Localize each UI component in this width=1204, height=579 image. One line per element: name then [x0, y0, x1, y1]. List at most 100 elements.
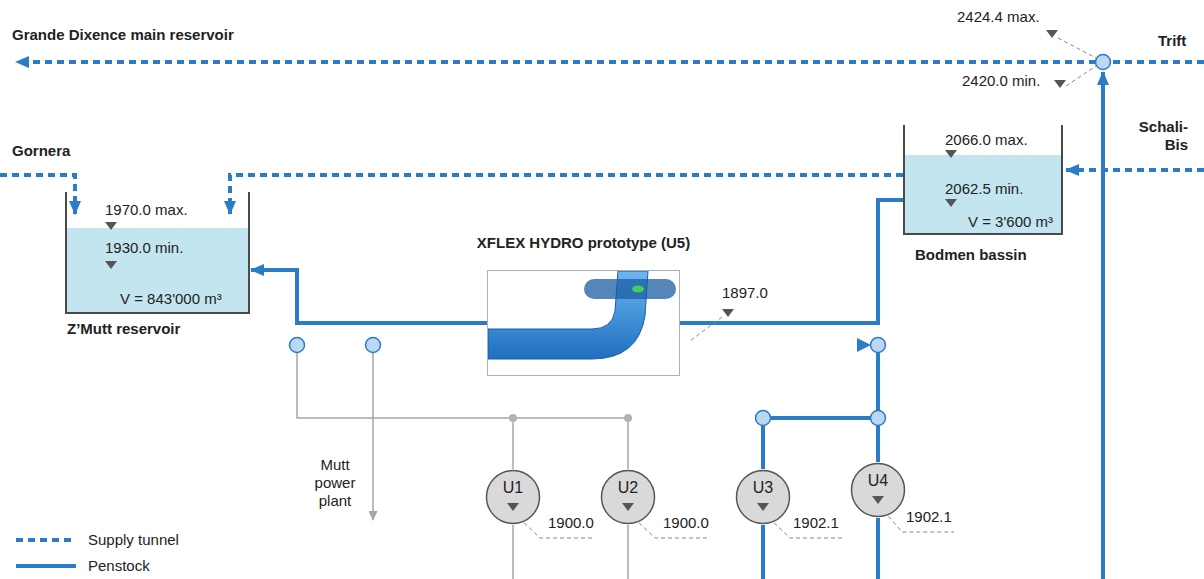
arrow-head	[857, 338, 871, 352]
legend-swatch	[16, 538, 76, 542]
junction	[756, 411, 771, 426]
legend-swatch	[16, 564, 76, 568]
elevation-label: Mutt power plant	[306, 456, 364, 510]
supply-tunnel	[1066, 168, 1204, 172]
prototype-box: XFLEX HYDRO prototype (U5)	[487, 270, 680, 376]
level-text: V = 3'600 m³	[968, 213, 1053, 231]
prototype-illustration	[488, 271, 681, 377]
legend-entry: Supply tunnel	[14, 530, 214, 550]
level-text: 2066.0 max.	[945, 131, 1028, 149]
junction	[871, 338, 886, 353]
level-marker	[105, 222, 117, 231]
capsule-illustration	[584, 279, 676, 299]
penstock	[1101, 72, 1105, 579]
place-name: Trift	[1158, 32, 1186, 50]
legend-swatch	[14, 530, 78, 550]
level-marker	[945, 199, 957, 207]
unit-label: U1	[503, 479, 523, 497]
level-marker	[507, 503, 519, 511]
leader-line	[690, 317, 722, 341]
penstock	[761, 418, 765, 469]
level-marker	[945, 150, 957, 159]
elevation-label: 1902.1	[906, 508, 952, 526]
connection-line	[627, 418, 629, 469]
arrow-head	[857, 338, 871, 352]
level-marker	[1054, 80, 1066, 88]
junction	[366, 338, 381, 353]
junction	[290, 338, 305, 353]
level-marker	[105, 261, 117, 270]
unit-shape	[602, 471, 655, 524]
connection-line	[512, 418, 514, 469]
junction	[290, 55, 1111, 426]
supply-tunnel	[0, 175, 75, 214]
penstock	[876, 518, 880, 579]
reservoir: 2066.0 max.2062.5 min.V = 3'600 m³Bodmen…	[903, 125, 1063, 235]
unit-label: U2	[618, 479, 638, 497]
penstock	[761, 525, 765, 579]
level-marker	[945, 150, 957, 158]
supply-tunnel	[230, 175, 903, 214]
unit-circle: U1	[485, 469, 541, 525]
unit-circle: U2	[600, 469, 656, 525]
unit-circle: U3	[735, 469, 791, 525]
sensor-dot	[632, 286, 644, 293]
penstock	[763, 72, 1103, 579]
penstock-connector	[251, 270, 487, 323]
connection-dot	[624, 414, 632, 422]
legend-text: Supply tunnel	[88, 531, 179, 549]
legend-entry: Penstock	[14, 556, 214, 576]
penstock	[763, 416, 878, 420]
connection-line	[297, 345, 628, 579]
place-name: Gornera	[12, 142, 70, 160]
unit-shape	[737, 471, 790, 524]
leader-line	[1058, 38, 1096, 58]
node-heading: Z’Mutt reservoir	[67, 320, 180, 338]
unit-shape	[850, 462, 906, 518]
node-heading: Bodmen bassin	[915, 246, 1027, 264]
penstock	[876, 352, 880, 462]
junction	[871, 411, 886, 426]
unit-shape	[487, 471, 540, 524]
level-text: 1930.0 min.	[105, 239, 183, 257]
elevation-label: 2420.0 min.	[962, 72, 1040, 90]
level-marker	[722, 309, 734, 317]
level-text: V = 843'000 m³	[120, 290, 222, 308]
level-marker	[945, 199, 957, 208]
unit-label: U4	[868, 472, 888, 490]
connection-dot	[509, 414, 517, 422]
level-marker	[1046, 30, 1058, 38]
connection-line	[627, 525, 629, 579]
elevation-label: 1902.1	[793, 514, 839, 532]
unit-circle: U4	[850, 462, 906, 518]
level-marker	[105, 222, 117, 230]
elevation-label: 1897.0	[722, 284, 768, 302]
elevation-label: 1900.0	[548, 514, 594, 532]
unit-shape	[600, 469, 656, 525]
leader-line	[1066, 66, 1096, 86]
unit-label: U3	[753, 479, 773, 497]
leader-line	[519, 38, 1096, 538]
unit-shape	[852, 464, 905, 517]
node-heading: XFLEX HYDRO prototype (U5)	[477, 234, 690, 252]
level-marker	[872, 496, 884, 504]
level-marker	[722, 30, 1066, 317]
legend-swatch	[14, 556, 78, 576]
unit-shape	[485, 469, 541, 525]
unit-shape	[735, 469, 791, 525]
place-name: Schali- Bis	[1132, 118, 1188, 154]
level-marker	[757, 503, 769, 511]
legend-text: Penstock	[88, 557, 150, 575]
connection-line	[372, 345, 374, 520]
penstock-connector	[680, 200, 903, 323]
level-text: 2062.5 min.	[945, 180, 1023, 198]
level-text: 1970.0 max.	[105, 201, 188, 219]
elevation-label: 2424.4 max.	[957, 8, 1040, 26]
connection-dot	[509, 414, 632, 422]
level-marker	[622, 503, 634, 511]
reservoir: 1970.0 max.1930.0 min.V = 843'000 m³Z’Mu…	[65, 192, 250, 314]
connection-line	[512, 525, 514, 579]
supply-tunnel	[16, 60, 1204, 64]
junction	[1096, 55, 1111, 70]
level-marker	[105, 261, 117, 269]
